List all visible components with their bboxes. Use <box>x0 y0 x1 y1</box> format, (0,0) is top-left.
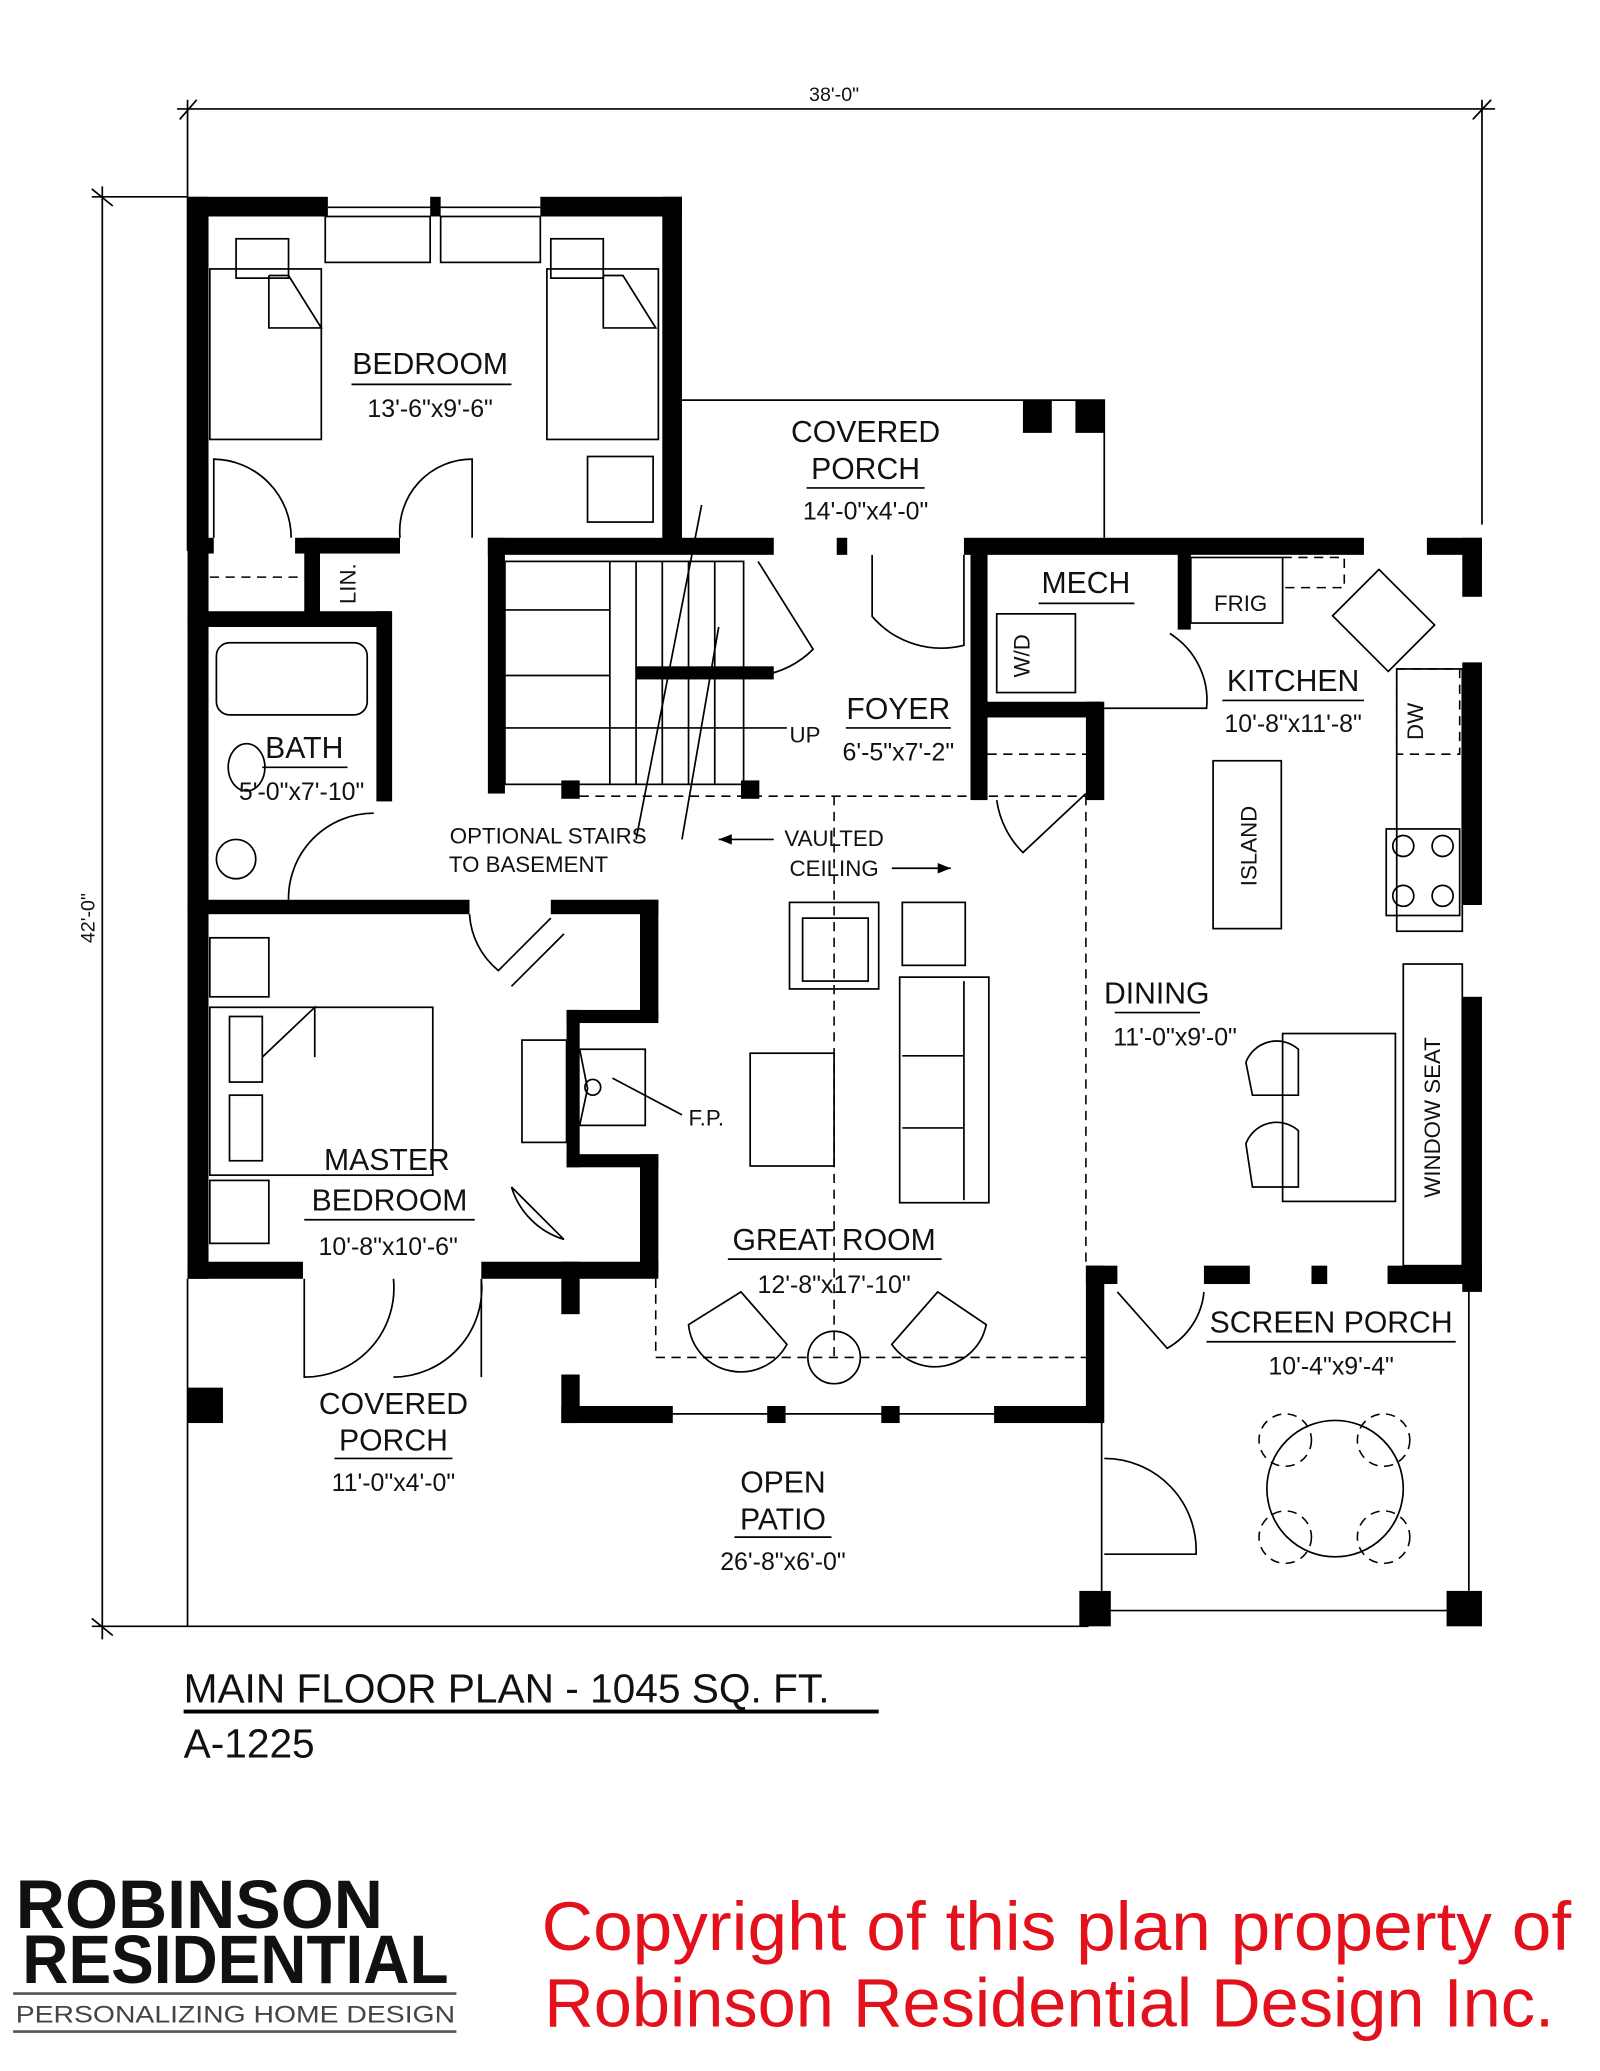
dining-table <box>1281 1032 1397 1203</box>
logo-tagline: PERSONALIZING HOME DESIGN <box>16 2002 455 2028</box>
stairs-up-label: UP <box>790 722 821 747</box>
logo-line1: ROBINSON <box>16 1867 383 1943</box>
kitchen-label: KITCHEN <box>1227 665 1359 698</box>
great-room-label: GREAT ROOM <box>732 1224 935 1257</box>
master-bedroom-label: MASTER <box>324 1144 450 1177</box>
screen-porch-label: SCREEN PORCH <box>1210 1307 1453 1340</box>
window-seat <box>1402 963 1464 1267</box>
fireplace-icon <box>584 1078 602 1097</box>
front-door[interactable] <box>871 554 965 649</box>
bath-size: 5'-0"x7'-10" <box>239 778 365 806</box>
dining-chair <box>1245 1040 1300 1097</box>
width-dimension: 38'-0" <box>177 84 1496 551</box>
stairs <box>504 504 787 840</box>
bedroom-label: BEDROOM <box>352 348 508 381</box>
bathtub <box>215 641 369 716</box>
great-room-size: 12'-8"x17'-10" <box>757 1271 910 1299</box>
master-door[interactable] <box>468 914 552 972</box>
title-block: MAIN FLOOR PLAN - 1045 SQ. FT. A-1225 <box>184 1665 879 1766</box>
outlines <box>186 206 1470 1628</box>
master-bedroom-size: 10'-8"x10'-6" <box>319 1233 458 1261</box>
lounge-chair <box>890 1290 988 1368</box>
wd-label: W/D <box>1010 634 1035 677</box>
kitchen-size: 10'-8"x11'-8" <box>1224 710 1362 738</box>
depth-dimension-label: 42'-0" <box>77 893 99 943</box>
stair-door[interactable] <box>757 560 815 677</box>
dw-label: DW <box>1403 703 1428 740</box>
plan-number: A-1225 <box>184 1720 315 1766</box>
logo-line2: RESIDENTIAL <box>22 1922 448 1998</box>
dining-chair <box>1245 1121 1300 1188</box>
optional-stairs-label: OPTIONAL STAIRS <box>450 823 647 848</box>
covered-porch-label: PORCH <box>811 453 920 486</box>
dining-size: 11'-0"x9'-0" <box>1113 1023 1237 1051</box>
bath-door[interactable] <box>287 812 374 900</box>
coffee-table <box>749 1052 835 1167</box>
window-seat-label: WINDOW SEAT <box>1420 1037 1445 1198</box>
mech-door[interactable] <box>1104 632 1208 710</box>
side-table <box>901 901 967 967</box>
open-patio-label: OPEN <box>740 1467 825 1500</box>
covered-porch-label: PORCH <box>339 1425 448 1458</box>
patio-door[interactable] <box>1104 1457 1197 1556</box>
porch-table <box>1266 1419 1405 1558</box>
width-dimension-label: 38'-0" <box>809 84 859 106</box>
screen-porch-size: 10'-4"x9'-4" <box>1268 1353 1394 1381</box>
linen-label: LIN. <box>335 563 360 604</box>
bedroom-size: 13'-6"x9'-6" <box>367 395 493 423</box>
master-bed <box>208 1006 434 1177</box>
depth-dimension: 42'-0" <box>77 186 188 1640</box>
closet-door[interactable] <box>212 458 292 538</box>
mech-label: MECH <box>1042 567 1131 600</box>
armchair <box>788 901 880 990</box>
fireplace-label: F.P. <box>689 1105 725 1130</box>
bed-left <box>208 268 323 441</box>
foyer-size: 6'-5"x7'-2" <box>843 739 955 767</box>
closet-door-master[interactable] <box>510 933 565 1241</box>
kitchen-sink <box>1331 568 1436 673</box>
open-patio-size: 26'-8"x6'-0" <box>720 1548 846 1576</box>
island <box>1212 759 1283 930</box>
open-patio-label: PATIO <box>740 1503 826 1536</box>
plan-title: MAIN FLOOR PLAN - 1045 SQ. FT. <box>184 1665 830 1711</box>
covered-porch-size: 11'-0"x4'-0" <box>332 1469 456 1497</box>
walls <box>187 196 1482 1627</box>
vaulted-ceiling-label: VAULTED <box>784 826 883 851</box>
bath-label: BATH <box>265 732 343 765</box>
range <box>1385 828 1461 917</box>
screen-porch-door[interactable] <box>1116 1291 1205 1350</box>
copyright-line1: Copyright of this plan property of <box>542 1889 1573 1965</box>
covered-porch-label: COVERED <box>319 1388 468 1421</box>
master-french-doors[interactable] <box>303 1278 483 1378</box>
round-table <box>807 1330 862 1385</box>
copyright-line2: Robinson Residential Design Inc. <box>544 1965 1554 2041</box>
island-label: ISLAND <box>1236 806 1261 886</box>
covered-porch-label: COVERED <box>791 416 940 449</box>
washer-dryer <box>995 613 1077 694</box>
foyer-label: FOYER <box>846 693 950 726</box>
optional-stairs-label: TO BASEMENT <box>449 852 609 877</box>
furniture <box>208 215 1464 1565</box>
closet-door-foyer[interactable] <box>995 792 1087 854</box>
covered-porch-size: 14'-0"x4'-0" <box>803 497 928 525</box>
vaulted-ceiling-label: CEILING <box>790 856 879 881</box>
company-logo: ROBINSON RESIDENTIAL PERSONALIZING HOME … <box>13 1867 457 2033</box>
sofa <box>898 976 990 1204</box>
fridge <box>1189 556 1284 624</box>
bedroom-door[interactable] <box>398 458 473 538</box>
master-bedroom-label: BEDROOM <box>312 1185 468 1218</box>
sink <box>215 838 257 880</box>
fireplace <box>578 1048 647 1127</box>
lounge-chair <box>687 1290 788 1373</box>
dining-label: DINING <box>1104 977 1210 1010</box>
hearth <box>521 1039 568 1144</box>
frig-label: FRIG <box>1214 591 1267 616</box>
room-labels: BEDROOM 13'-6"x9'-6" COVERED PORCH 14'-0… <box>239 348 1456 1576</box>
